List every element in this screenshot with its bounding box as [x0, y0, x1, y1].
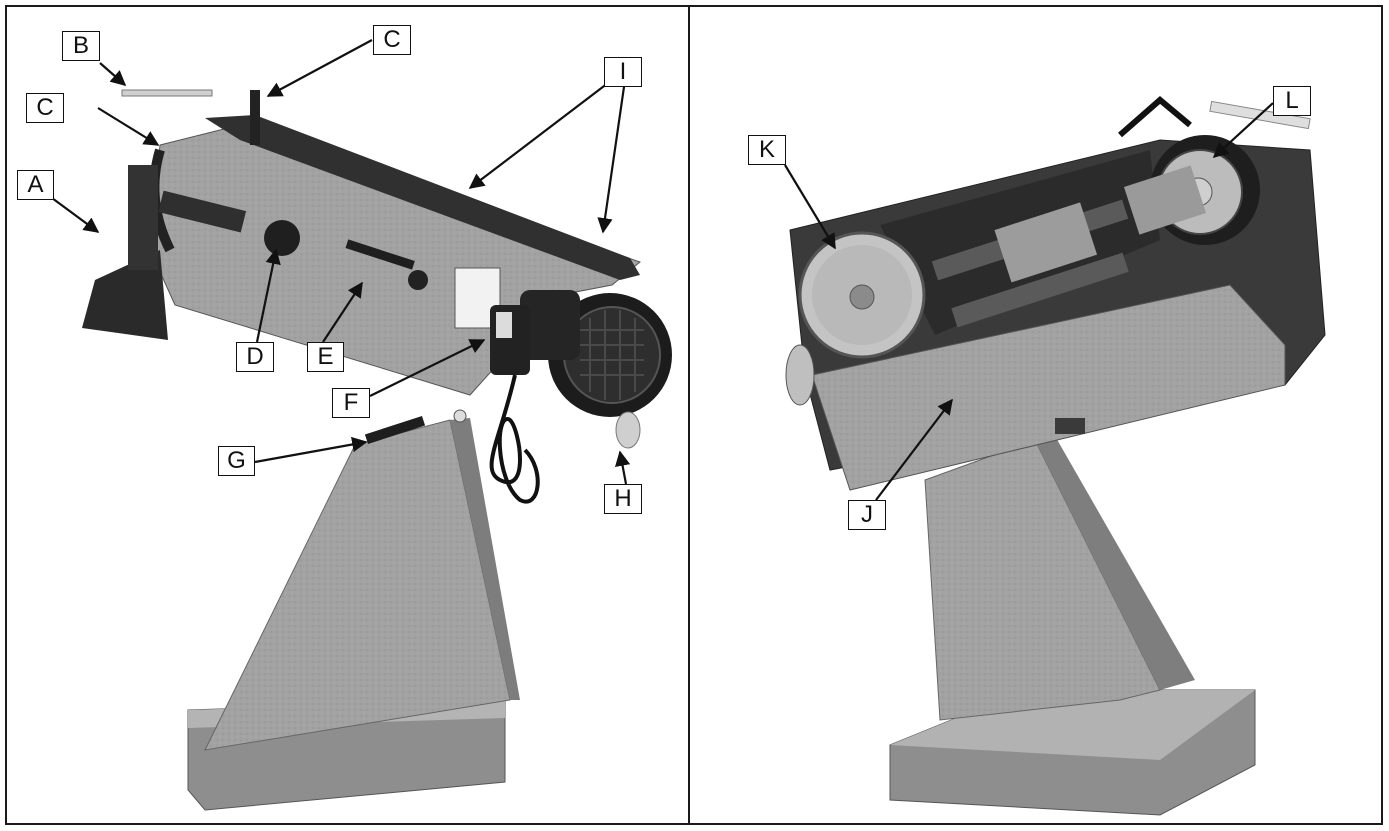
label-f: F [332, 388, 370, 418]
left-motor [520, 290, 672, 417]
left-knob-d [264, 220, 300, 256]
arrow-d [255, 248, 281, 343]
arrow-c2 [266, 39, 373, 97]
arrow-k [784, 164, 836, 250]
label-d: D [236, 342, 274, 372]
right-drive-wheel [798, 231, 926, 359]
left-machine [82, 89, 672, 811]
arrow-e [322, 281, 363, 343]
label-g: G [218, 446, 255, 476]
left-belt-cover [205, 115, 640, 280]
label-a: A [17, 170, 54, 200]
arrow-c1 [97, 107, 160, 146]
label-b: B [62, 31, 100, 61]
left-work-rest [82, 250, 168, 340]
label-c-left: C [26, 93, 64, 123]
label-h: H [604, 484, 642, 514]
arrow-a [51, 197, 100, 233]
arrow-i2 [597, 79, 627, 234]
arrow-g [254, 436, 368, 464]
label-e: E [307, 342, 344, 372]
right-idler-wheel [1123, 135, 1260, 245]
arrow-f [369, 339, 486, 397]
right-machine [785, 96, 1326, 816]
arrow-j [875, 398, 953, 501]
arrow-l [1212, 102, 1274, 159]
callout-arrows [51, 39, 1274, 501]
arrow-h [614, 450, 631, 485]
arrow-i1 [468, 79, 613, 189]
label-c-top: C [373, 25, 411, 55]
right-cover-plate [811, 284, 1286, 491]
panel-divider [688, 5, 690, 825]
label-j: J [848, 500, 886, 530]
label-i: I [604, 57, 642, 87]
arrow-b [99, 62, 127, 87]
label-l: L [1273, 86, 1311, 116]
label-k: K [748, 135, 786, 165]
